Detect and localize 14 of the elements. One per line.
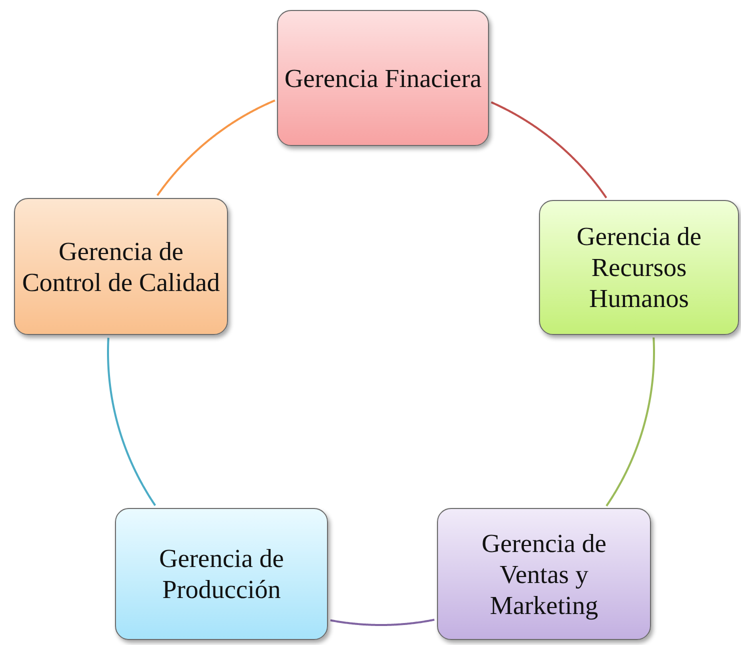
rounded-box (539, 200, 739, 335)
rounded-box (437, 508, 651, 640)
rounded-box (14, 198, 228, 335)
connector-arc (107, 338, 156, 506)
box-label: Gerencia Finaciera (283, 62, 483, 94)
connector-arc (330, 618, 435, 626)
box-label: Gerencia de Producción (158, 543, 285, 605)
rounded-box (115, 508, 328, 640)
box-label: Gerencia de Ventas y Marketing (480, 528, 608, 620)
connector-arc (490, 101, 608, 198)
rounded-box (277, 10, 489, 146)
connector-arc (606, 337, 655, 506)
box-label: Gerencia de Control de Calidad (21, 236, 221, 298)
box-label: Gerencia de Recursos Humanos (576, 221, 702, 314)
